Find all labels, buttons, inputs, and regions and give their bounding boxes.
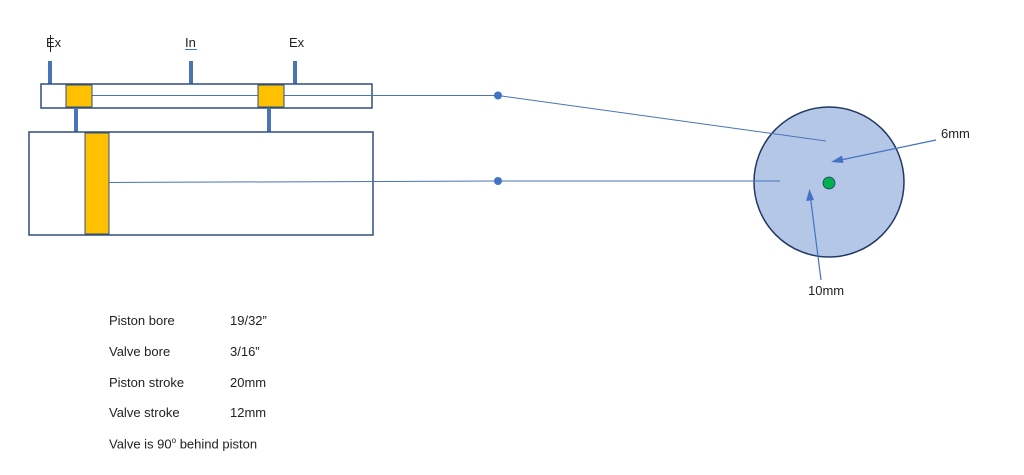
spec-value: 12mm (230, 405, 267, 420)
valve-land-right (257, 84, 285, 108)
ten-mm-label: 10mm (808, 283, 844, 298)
inlet-pipe (189, 61, 193, 84)
spec-row-valve-bore: Valve bore 3/16” (109, 344, 260, 359)
transfer-port-left (74, 108, 78, 132)
right-exhaust-pipe (293, 61, 297, 84)
six-mm-label: 6mm (941, 126, 970, 141)
spec-row-piston-bore: Piston bore 19/32” (109, 313, 267, 328)
degree-symbol: o (171, 436, 177, 445)
spec-label: Piston stroke (109, 375, 185, 390)
right-exhaust-label: Ex (289, 35, 305, 50)
spec-value: 20mm (230, 375, 267, 390)
spec-label: Piston bore (109, 313, 175, 328)
ten-mm-leader (809, 193, 822, 281)
note-suffix: behind piston (176, 436, 258, 452)
six-mm-arrowhead (831, 155, 844, 163)
inlet-label: In (185, 35, 196, 50)
piston (84, 132, 110, 235)
spec-row-piston-stroke: Piston stroke 20mm (109, 375, 266, 390)
six-mm-leader (835, 139, 937, 162)
spec-label: Valve bore (109, 344, 171, 359)
left-exhaust-label: Ex (46, 35, 62, 50)
transfer-port-right (267, 108, 271, 132)
spec-row-valve-stroke: Valve stroke 12mm (109, 405, 266, 420)
spec-value: 3/16” (230, 344, 260, 359)
spec-label: Valve stroke (109, 405, 180, 420)
valve-connecting-rod (497, 95, 827, 142)
valve-timing-note: Valve is 90o behind piston (109, 436, 257, 451)
piston-rod (108, 180, 499, 183)
crank-pin (822, 176, 836, 190)
piston-cylinder (28, 131, 374, 236)
valve-land-left (65, 84, 93, 108)
spec-value: 19/32” (230, 313, 267, 328)
note-prefix: Valve is 90 (109, 436, 172, 452)
left-exhaust-pipe (48, 61, 52, 84)
ten-mm-arrowhead (806, 189, 814, 201)
